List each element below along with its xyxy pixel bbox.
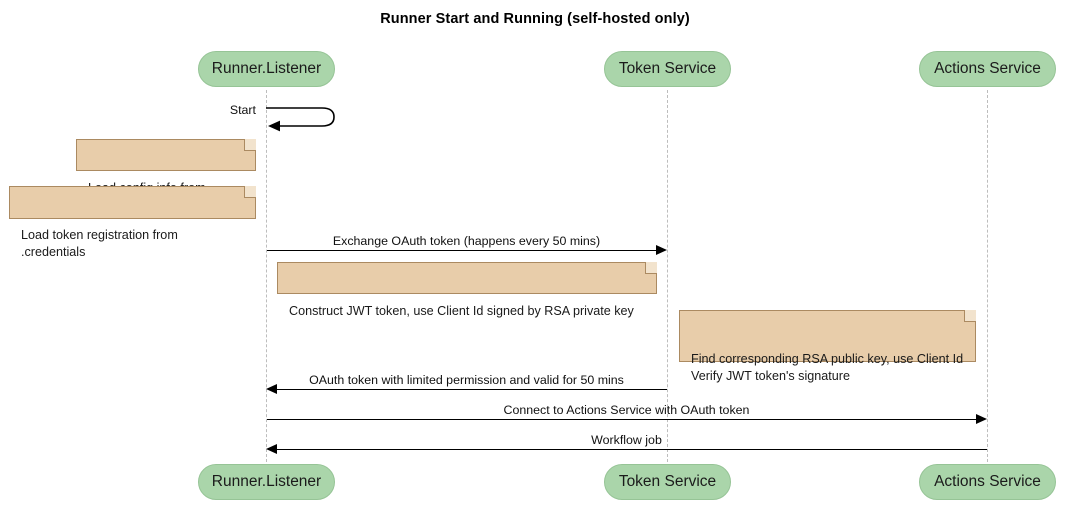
note-verify-jwt-signature: Find corresponding RSA public key, use C…: [679, 310, 976, 383]
participant-label: Token Service: [618, 60, 717, 77]
participant-actions-bottom[interactable]: Actions Service: [919, 464, 1056, 500]
note-fold-icon: [244, 186, 256, 198]
note-fold-icon: [244, 139, 256, 151]
participant-label: Token Service: [618, 473, 717, 490]
diagram-title: Runner Start and Running (self-hosted on…: [380, 11, 690, 27]
participant-runner-bottom[interactable]: Runner.Listener: [198, 464, 335, 500]
note-load-config: Load config info from .runner: [76, 139, 256, 212]
lifeline-actions: [987, 90, 988, 462]
participant-label: Runner.Listener: [211, 473, 322, 490]
participant-runner-top[interactable]: Runner.Listener: [198, 51, 335, 87]
message-label-workflow-job: Workflow job: [591, 433, 662, 447]
participant-label: Actions Service: [934, 473, 1041, 490]
note-construct-jwt-token: Construct JWT token, use Client Id signe…: [277, 262, 657, 318]
participant-label: Actions Service: [934, 60, 1041, 77]
message-arrowhead-workflow-job: [266, 443, 277, 454]
participant-label: Runner.Listener: [211, 60, 322, 77]
message-label-connect-actions-service: Connect to Actions Service with OAuth to…: [503, 403, 750, 417]
message-label-start: Start: [229, 103, 256, 117]
lifeline-runner: [266, 90, 267, 462]
lifeline-token: [667, 90, 668, 462]
note-text: Load token registration from .credential…: [21, 228, 178, 259]
note-fold-icon: [964, 310, 976, 322]
note-text: Find corresponding RSA public key, use C…: [691, 352, 964, 383]
participant-actions-top[interactable]: Actions Service: [919, 51, 1056, 87]
message-line-workflow-job: [276, 449, 987, 450]
note-fold-icon: [645, 262, 657, 274]
message-label-exchange-oauth-token: Exchange OAuth token (happens every 50 m…: [332, 234, 601, 248]
participant-token-bottom[interactable]: Token Service: [604, 464, 731, 500]
message-label-oauth-token-return: OAuth token with limited permission and …: [309, 373, 624, 387]
note-load-token-registration: Load token registration from .credential…: [9, 186, 256, 259]
message-arrowhead-exchange-oauth-token: [656, 244, 667, 255]
note-text: Construct JWT token, use Client Id signe…: [289, 304, 634, 318]
message-line-oauth-token-return: [276, 389, 667, 390]
message-line-connect-actions-service: [267, 419, 978, 420]
message-line-exchange-oauth-token: [267, 250, 658, 251]
participant-token-top[interactable]: Token Service: [604, 51, 731, 87]
message-arrowhead-connect-actions-service: [976, 413, 987, 424]
message-arrowhead-oauth-token-return: [266, 383, 277, 394]
message-self-start: [264, 104, 344, 132]
